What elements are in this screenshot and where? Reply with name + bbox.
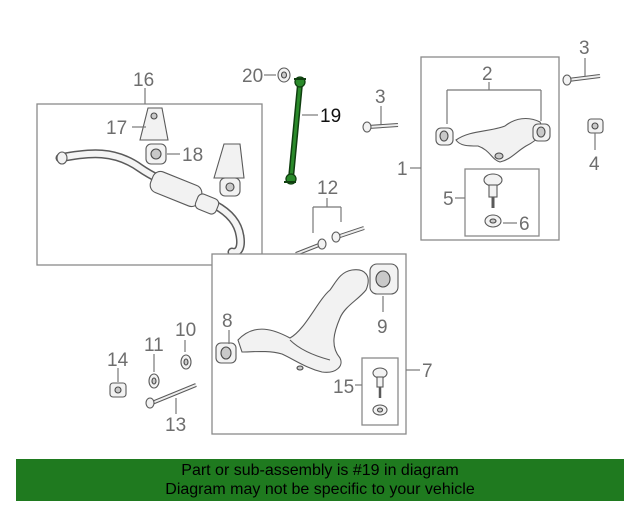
bolt-13 [145, 383, 197, 409]
lower-control-arm [237, 269, 369, 373]
bracket-bushing-right [213, 143, 245, 197]
callout-3-middle: 3 [375, 87, 386, 108]
callout-11: 11 [144, 335, 164, 356]
nut-6 [484, 214, 502, 228]
callout-14: 14 [107, 350, 129, 371]
lower-arm-bushing-8 [215, 342, 237, 364]
callout-5: 5 [443, 189, 454, 210]
callout-3-right: 3 [579, 38, 590, 59]
upper-ball-joint [483, 173, 503, 208]
callout-10: 10 [175, 320, 196, 341]
callout-7: 7 [422, 361, 433, 382]
callout-17: 17 [106, 118, 127, 139]
nut-14 [109, 382, 127, 398]
nut-20 [277, 67, 291, 83]
bolt-3-middle [362, 121, 399, 133]
upper-arm-bushing-right [532, 123, 551, 142]
callout-13: 13 [165, 415, 186, 436]
upper-control-arm [455, 117, 543, 163]
washer-10 [180, 354, 192, 370]
lower-arm-bushing-9 [369, 263, 399, 295]
bracket-17 [139, 107, 169, 141]
washer-11 [148, 373, 160, 389]
callout-18: 18 [182, 145, 203, 166]
banner-line-1: Part or sub-assembly is #19 in diagram [181, 462, 459, 479]
callout-12: 12 [317, 178, 338, 199]
highlight-banner: Part or sub-assembly is #19 in diagram D… [16, 459, 624, 501]
callout-2: 2 [482, 64, 493, 85]
bushing-18-left [145, 143, 167, 165]
lower-ball-joint [372, 367, 388, 398]
callout-9: 9 [377, 317, 388, 338]
lower-ball-joint-nut [372, 404, 388, 416]
callout-4: 4 [589, 154, 600, 175]
callout-19: 19 [320, 106, 341, 127]
callout-1: 1 [397, 159, 408, 180]
callout-8: 8 [222, 311, 233, 332]
callout-20: 20 [242, 66, 263, 87]
bolt-12-right [331, 226, 365, 243]
callout-6: 6 [519, 214, 530, 235]
stabilizer-bar [55, 149, 245, 257]
bolt-12-left [295, 238, 327, 256]
upper-arm-bushing-left [435, 127, 454, 146]
bolt-3-right [562, 74, 601, 86]
nut-4 [587, 118, 604, 134]
banner-line-2: Diagram may not be specific to your vehi… [165, 481, 475, 498]
callout-15: 15 [333, 377, 354, 398]
callout-16: 16 [133, 70, 154, 91]
stabilizer-link-19 [284, 76, 306, 185]
